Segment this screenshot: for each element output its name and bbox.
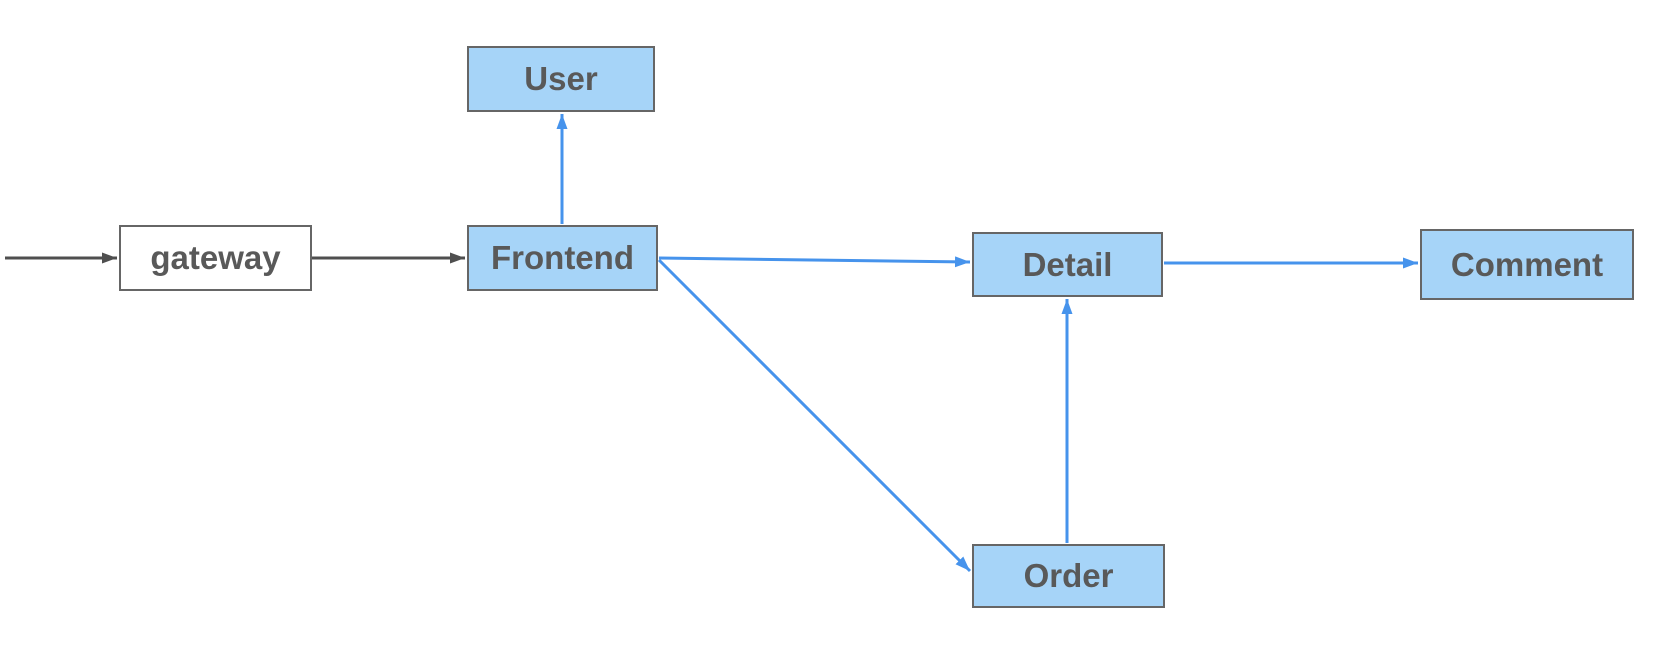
edge-frontend-detail bbox=[658, 256, 971, 268]
node-frontend[interactable]: Frontend bbox=[467, 225, 658, 291]
node-order-label: Order bbox=[1023, 557, 1114, 594]
node-frontend-label: Frontend bbox=[491, 239, 634, 276]
node-user-label: User bbox=[524, 60, 598, 97]
node-order[interactable]: Order bbox=[972, 544, 1165, 608]
edge-frontend-order bbox=[657, 258, 972, 573]
node-user[interactable]: User bbox=[467, 46, 655, 112]
node-gateway-label: gateway bbox=[150, 239, 281, 276]
node-detail-label: Detail bbox=[1022, 245, 1113, 283]
node-detail[interactable]: Detail bbox=[972, 232, 1163, 297]
node-comment-label: Comment bbox=[1450, 245, 1604, 283]
node-comment[interactable]: Comment bbox=[1420, 229, 1634, 300]
node-gateway[interactable]: gateway bbox=[119, 225, 312, 291]
